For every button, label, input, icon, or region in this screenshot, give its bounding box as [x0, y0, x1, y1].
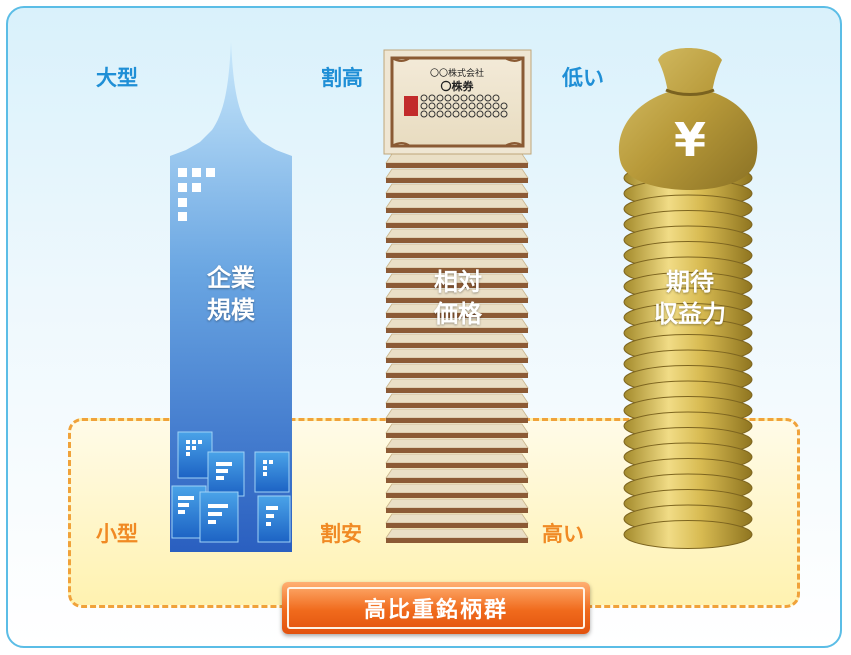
column-label-line: 収益力 — [654, 300, 726, 328]
certificate-sheet — [385, 408, 529, 423]
certificate-sheet — [385, 498, 529, 513]
certificate-sheet — [385, 468, 529, 483]
certificate-sheet — [385, 198, 529, 213]
column-label-company-size: 企業 規模 — [176, 262, 286, 326]
column-label-expected-earnings: 期待 収益力 — [626, 266, 754, 330]
money-bag-icon: ¥ — [618, 48, 758, 190]
certificate-sheet — [385, 303, 529, 318]
certificate-sheet — [385, 228, 529, 243]
top-label-large: 大型 — [96, 66, 138, 90]
certificate-sheet — [385, 318, 529, 333]
share-certificate-icon: 〇〇株式会社 〇株券 — [383, 49, 532, 155]
certificate-sheet — [385, 483, 529, 498]
coin — [623, 520, 753, 549]
certificate-sheet — [385, 348, 529, 363]
coin-stack-icon — [623, 163, 753, 549]
certificate-sheet — [385, 423, 529, 438]
certificate-sheet — [385, 453, 529, 468]
top-label-low: 低い — [562, 66, 604, 90]
column-label-line: 相対 — [434, 268, 482, 296]
certificate-sheet — [385, 243, 529, 258]
column-label-relative-price: 相対 価格 — [398, 266, 518, 330]
bottom-label-small: 小型 — [96, 522, 138, 546]
column-label-line: 規模 — [207, 296, 255, 324]
certificate-sheet — [385, 213, 529, 228]
certificate-company-text: 〇〇株式会社 — [430, 67, 484, 79]
certificate-stack-icon — [385, 153, 529, 543]
high-weight-stocks-banner: 高比重銘柄群 — [282, 582, 590, 634]
banner-label: 高比重銘柄群 — [287, 587, 585, 629]
certificate-sheet — [385, 528, 529, 543]
certificate-sheet — [385, 153, 529, 168]
certificate-sheet — [385, 438, 529, 453]
bottom-label-high: 高い — [542, 522, 584, 546]
certificate-share-text: 〇株券 — [441, 79, 475, 93]
certificate-sheet — [385, 168, 529, 183]
certificate-sheet — [385, 393, 529, 408]
certificate-sheet — [385, 183, 529, 198]
building-icon — [170, 42, 292, 552]
certificate-sheet — [385, 273, 529, 288]
certificate-sheet — [385, 513, 529, 528]
certificate-sheet — [385, 378, 529, 393]
certificate-sheet — [385, 288, 529, 303]
top-label-expensive: 割高 — [321, 66, 363, 90]
bottom-label-cheap: 割安 — [320, 522, 362, 546]
column-label-line: 企業 — [207, 264, 255, 292]
yen-symbol: ¥ — [674, 113, 706, 167]
column-label-line: 期待 — [666, 268, 714, 296]
certificate-sheet — [385, 363, 529, 378]
certificate-sheet — [385, 333, 529, 348]
column-label-line: 価格 — [434, 300, 482, 328]
certificate-sheet — [385, 258, 529, 273]
